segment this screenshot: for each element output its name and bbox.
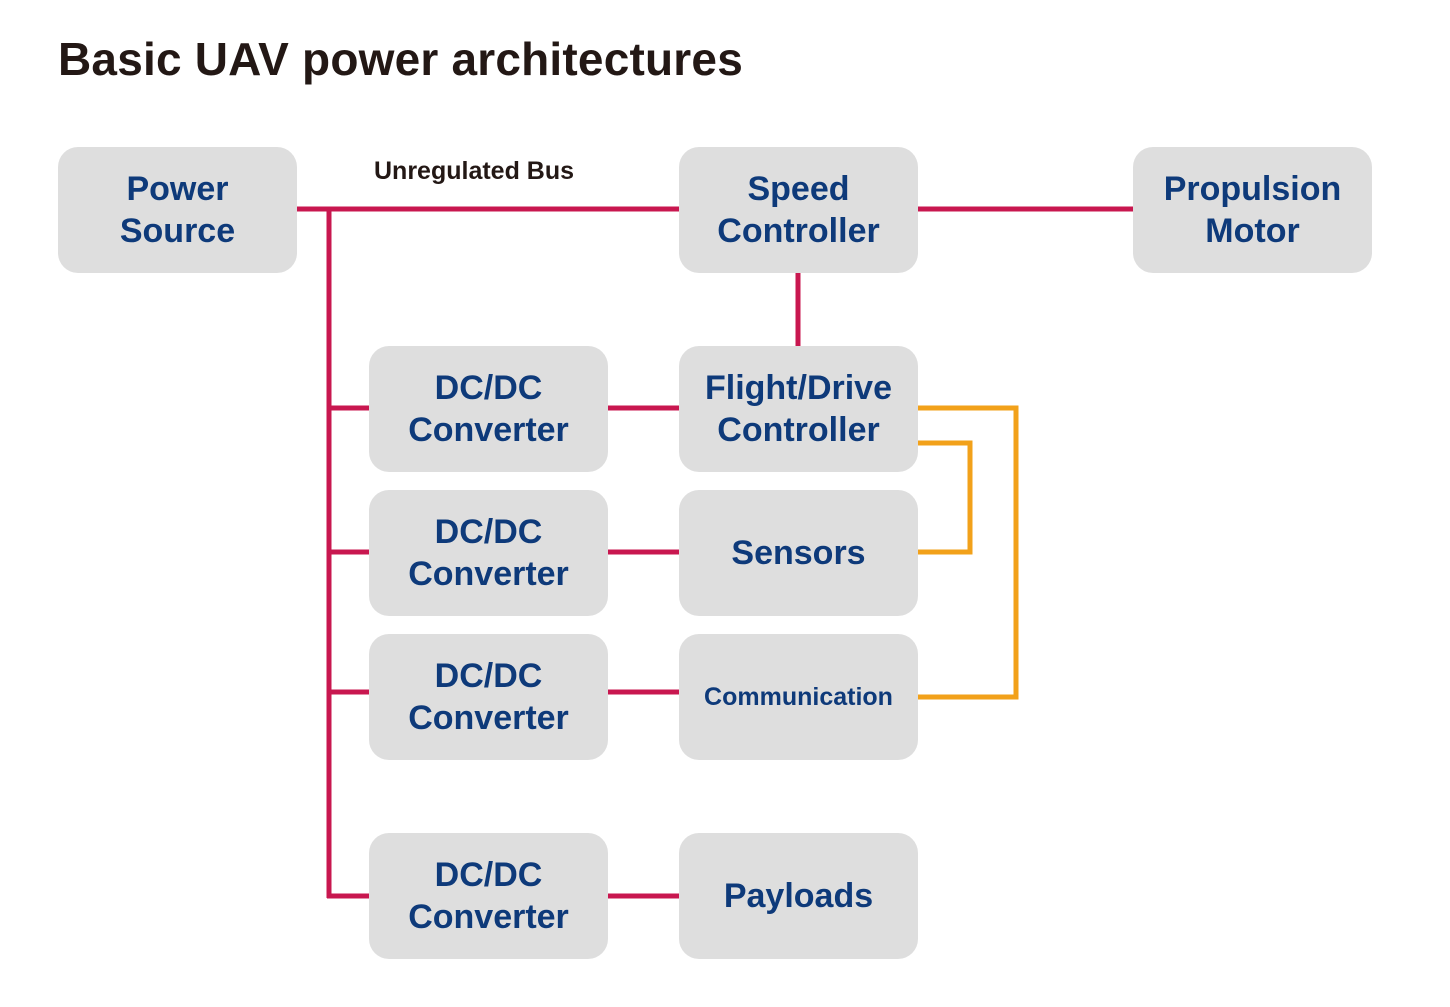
communication-label: Communication (704, 683, 893, 711)
sensors-block: Sensors (679, 490, 918, 616)
diagram-title: Basic UAV power architectures (58, 33, 743, 85)
payloads-block: Payloads (679, 833, 918, 959)
flight-to-sensors-signal-line (918, 440, 973, 555)
communication-block: Communication (679, 634, 918, 760)
sensors-label: Sensors (731, 534, 866, 572)
payloads-label: Payloads (723, 877, 874, 915)
flight-to-communication-signal-line (918, 405, 1019, 700)
unregulated-bus-label: Unregulated Bus (374, 157, 575, 185)
